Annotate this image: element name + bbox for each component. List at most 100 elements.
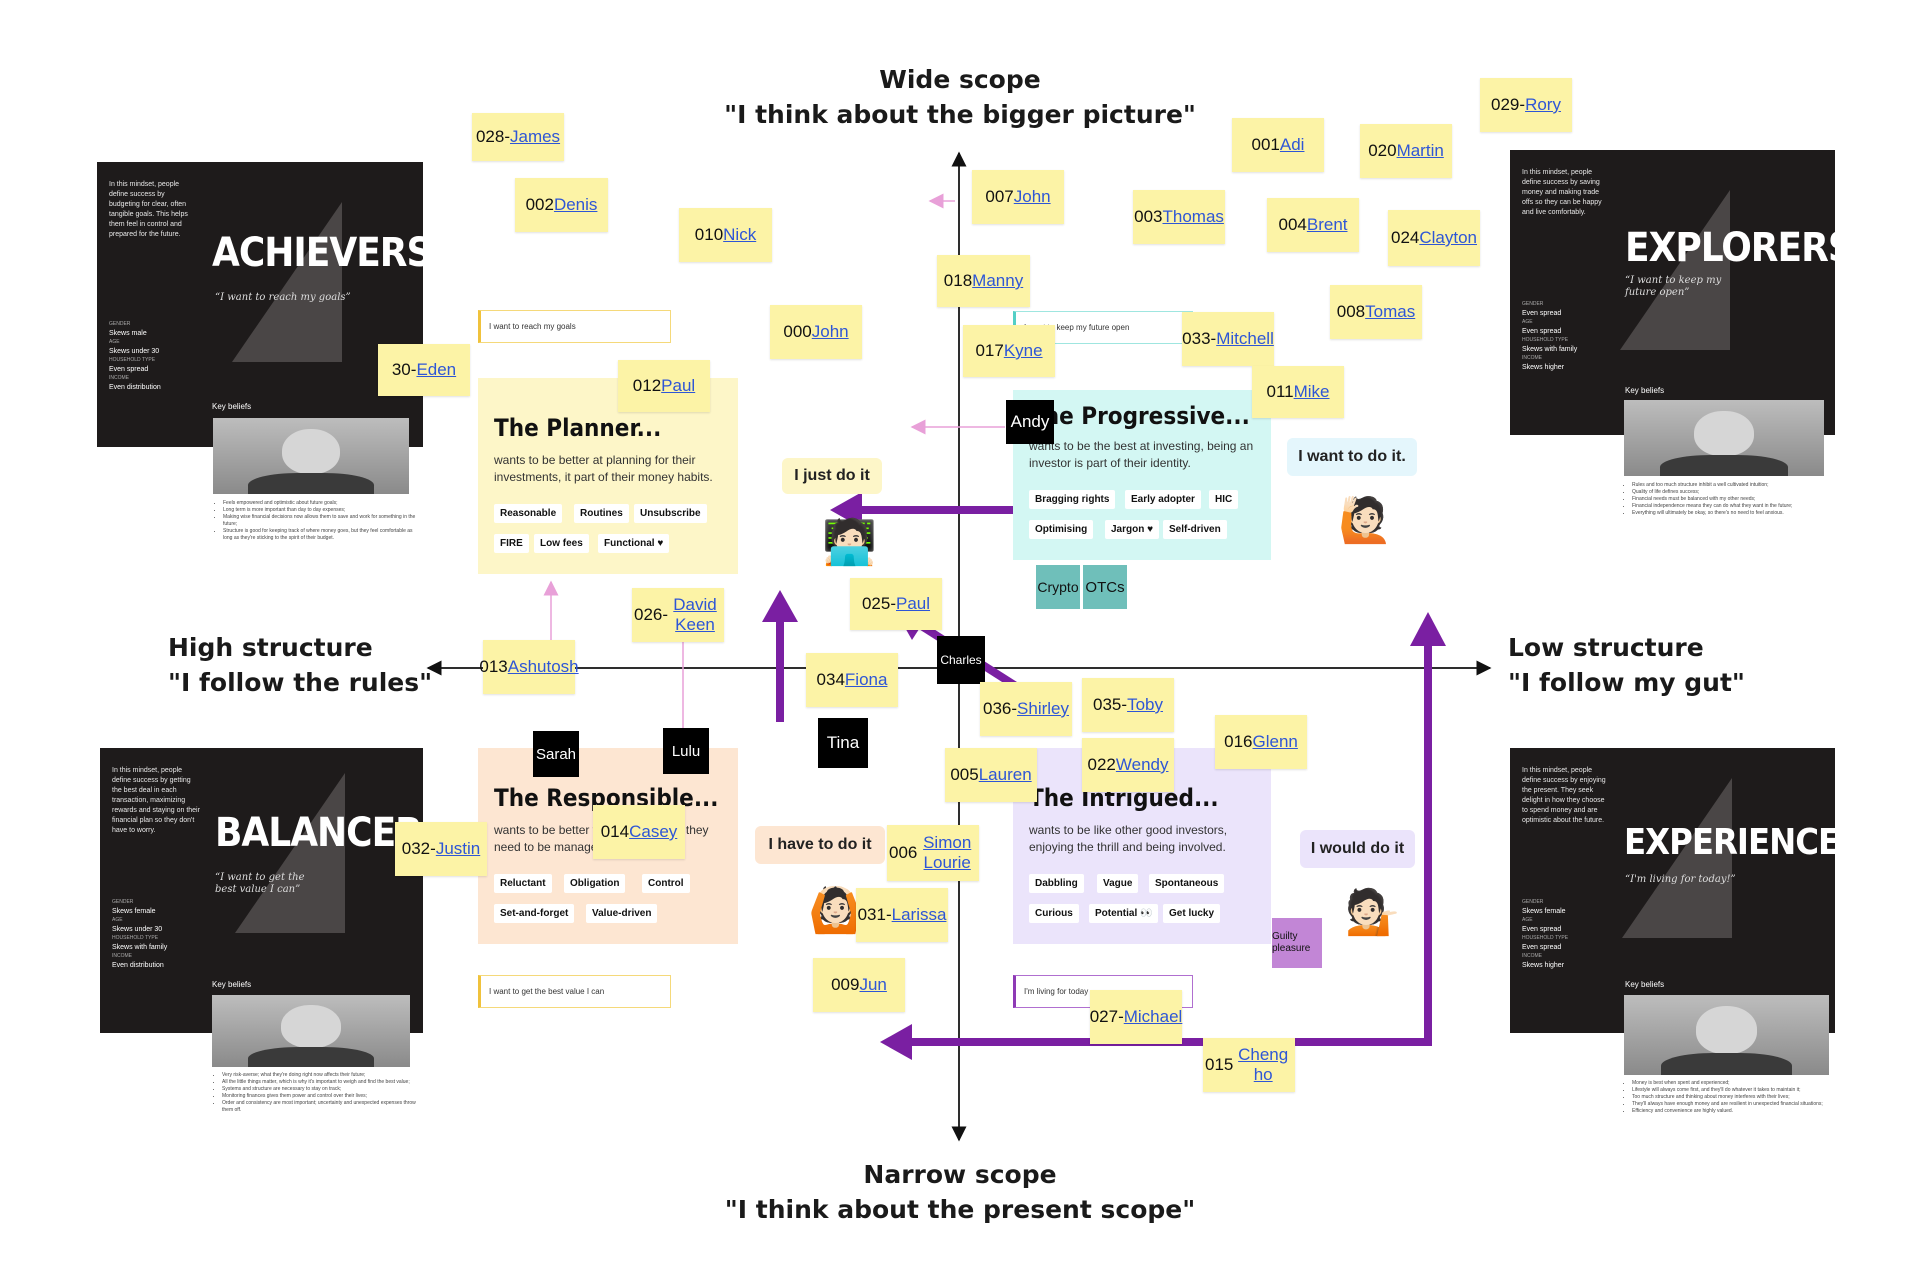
- meta-key: AGE: [112, 917, 123, 923]
- sticky-note: 026 - David Keen: [632, 588, 724, 642]
- persona-beliefs: Rules and too much structure inhibit a w…: [1622, 482, 1842, 517]
- meta-key: HOUSEHOLD TYPE: [1522, 935, 1569, 941]
- persona-triangle: [1622, 778, 1732, 938]
- sticky-note: 016 Glenn: [1215, 715, 1307, 769]
- persona-triangle: [235, 773, 345, 933]
- person-link[interactable]: Denis: [553, 195, 598, 214]
- guilty-pleasure-note: Guilty pleasure: [1272, 918, 1322, 968]
- key-beliefs-label: Key beliefs: [212, 402, 252, 411]
- person-link[interactable]: Fiona: [844, 670, 888, 689]
- person-link[interactable]: Brent: [1306, 215, 1348, 234]
- person-link[interactable]: Eden: [416, 360, 457, 379]
- tag-chip: Low fees: [534, 534, 589, 553]
- person-link[interactable]: John: [1013, 187, 1051, 206]
- meta-key: HOUSEHOLD TYPE: [109, 357, 156, 363]
- persona-experiencers: In this mindset, people define success b…: [1510, 748, 1835, 1033]
- key-beliefs-label: Key beliefs: [212, 980, 252, 989]
- person-link[interactable]: Nick: [723, 225, 757, 244]
- meta-value: Even distribution: [112, 962, 164, 969]
- persona-name: BALANCERS: [215, 810, 423, 856]
- sticky-note: 001 Adi: [1232, 118, 1324, 172]
- persona-photo: [1624, 400, 1824, 476]
- person-link[interactable]: Casey: [629, 822, 678, 841]
- sticky-note: 006 Simon Lourie: [887, 825, 979, 881]
- person-link[interactable]: Ashutosh: [507, 657, 579, 676]
- tag-chip: Control: [642, 874, 690, 893]
- person-link[interactable]: Michael: [1123, 1007, 1183, 1026]
- person-link[interactable]: Martin: [1396, 141, 1444, 160]
- belief-item: Money is best when spent and experienced…: [1632, 1080, 1842, 1087]
- person-link[interactable]: Tomas: [1365, 302, 1416, 321]
- person-link[interactable]: Thomas: [1162, 207, 1224, 226]
- sticky-note: 029 - Rory: [1480, 78, 1572, 132]
- belief-item: Financial independence means they can do…: [1632, 503, 1842, 510]
- person-link[interactable]: Paul: [896, 594, 931, 613]
- person-link[interactable]: Jun: [859, 975, 887, 994]
- sticky-note: 018 Manny: [937, 255, 1030, 307]
- persona-description: In this mindset, people define success b…: [112, 767, 200, 834]
- person-link[interactable]: Larissa: [891, 905, 947, 924]
- person-link[interactable]: John: [811, 322, 849, 341]
- sticky-note: 028 - James: [472, 113, 564, 161]
- persona-quote: “I'm living for today!”: [1625, 874, 1736, 885]
- person-link[interactable]: David Keen: [673, 595, 717, 634]
- persona-name: ACHIEVERS: [212, 230, 423, 276]
- persona-description: In this mindset, people define success b…: [109, 181, 188, 238]
- goal-box: I want to reach my goals: [478, 310, 671, 343]
- persona-balancers: In this mindset, people define success b…: [100, 748, 423, 1033]
- person-link[interactable]: Lauren: [978, 765, 1032, 784]
- sticky-note: 005 Lauren: [945, 748, 1037, 802]
- card-title: The Planner...: [494, 414, 662, 442]
- person-link[interactable]: Kyne: [1003, 341, 1043, 360]
- persona-triangle: [232, 202, 342, 362]
- sticky-note: 024 Clayton: [1388, 210, 1480, 266]
- belief-item: Long term is more important than day to …: [223, 507, 423, 514]
- tag-chip: Potential 👀: [1089, 904, 1159, 923]
- belief-item: Very risk-averse; what they're doing rig…: [222, 1072, 427, 1079]
- person-link[interactable]: Rory: [1525, 95, 1561, 114]
- axis-bottom-title: Narrow scope: [863, 1160, 1057, 1189]
- person-link[interactable]: Toby: [1127, 695, 1163, 714]
- meta-key: AGE: [1522, 917, 1533, 923]
- person-link[interactable]: Cheng ho: [1238, 1045, 1289, 1084]
- persona-beliefs: Money is best when spent and experienced…: [1622, 1080, 1842, 1115]
- tag-chip: Value-driven: [586, 904, 658, 923]
- belief-item: Order and consistency are most important…: [222, 1100, 427, 1114]
- person-link[interactable]: James: [509, 127, 561, 146]
- card-text: wants to be the best at investing, being…: [1029, 439, 1254, 470]
- axis-left-label: High structure "I follow the rules": [168, 630, 432, 700]
- sticky-note: 022 Wendy: [1082, 738, 1174, 792]
- tag-chip: Reluctant: [494, 874, 552, 893]
- persona-beliefs: Feels empowered and optimistic about fut…: [213, 500, 423, 542]
- meta-value: Skews higher: [1522, 364, 1565, 371]
- sticky-note: 003 Thomas: [1133, 190, 1225, 244]
- persona-beliefs: Very risk-averse; what they're doing rig…: [212, 1072, 427, 1114]
- card-progressive: The Progressive... wants to be the best …: [1013, 390, 1271, 560]
- person-link[interactable]: Glenn: [1252, 732, 1298, 751]
- person-link[interactable]: Manny: [972, 271, 1024, 290]
- sticky-note: 010 Nick: [679, 208, 772, 262]
- persona-explorers: In this mindset, people define success b…: [1510, 150, 1835, 435]
- person-link[interactable]: Justin: [435, 839, 481, 858]
- meta-value: Even distribution: [109, 384, 161, 391]
- person-link[interactable]: Clayton: [1419, 228, 1477, 247]
- person-link[interactable]: Wendy: [1115, 755, 1169, 774]
- belief-item: Lifestyle will always come first, and th…: [1632, 1087, 1842, 1094]
- person-link[interactable]: Mike: [1293, 382, 1330, 401]
- axis-right-title: Low structure: [1508, 633, 1704, 662]
- persona-triangle: [1620, 190, 1730, 350]
- person-link[interactable]: Adi: [1279, 135, 1305, 154]
- axis-top-title: Wide scope: [879, 65, 1041, 94]
- person-link[interactable]: Simon Lourie: [923, 833, 972, 872]
- bubble-have-to-do-it: I have to do it: [755, 826, 885, 864]
- crypto-note: Crypto: [1036, 565, 1080, 609]
- person-link[interactable]: Shirley: [1017, 699, 1069, 718]
- meta-key: HOUSEHOLD TYPE: [112, 935, 159, 941]
- meta-value: Even spread: [1522, 926, 1562, 933]
- person-link[interactable]: Mitchell: [1216, 329, 1274, 348]
- name-tag: Tina: [818, 718, 868, 768]
- person-link[interactable]: Paul: [661, 376, 696, 395]
- meta-value: Skews female: [1522, 908, 1566, 915]
